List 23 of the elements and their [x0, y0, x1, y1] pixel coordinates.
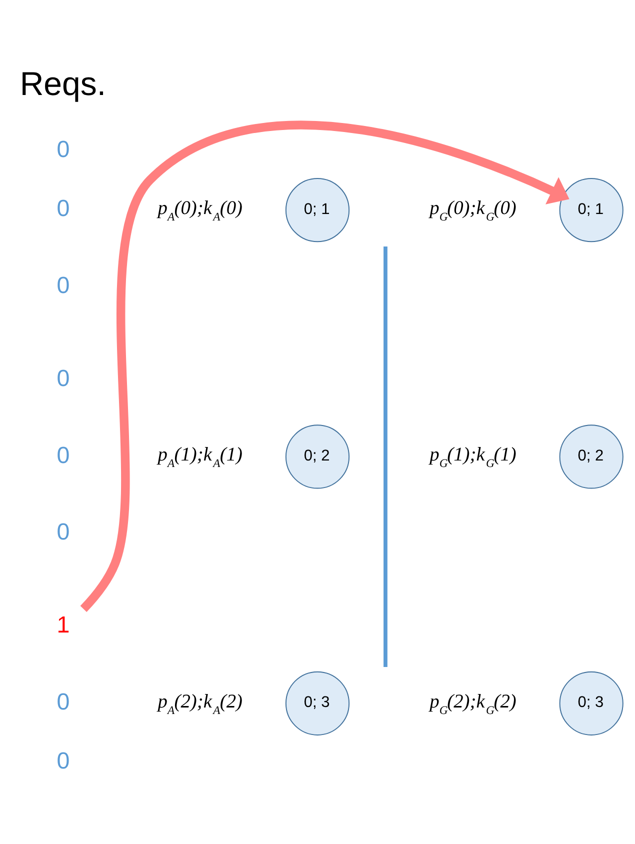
label: 0: [56, 747, 70, 774]
label: 0: [56, 518, 70, 544]
arrow: [80, 120, 570, 612]
node-label: p$_{G}$(0);k$_{G}$(0): [430, 197, 516, 223]
label: 0: [56, 688, 70, 714]
node-circle: 0; 2: [559, 424, 624, 488]
node-circle: 0; 2: [285, 424, 350, 488]
node-circle: 0; 3: [285, 670, 350, 735]
label: Reqs.: [20, 64, 106, 102]
node-circle: 0; 3: [559, 670, 624, 735]
label: 0: [56, 441, 70, 468]
node-circle: 0; 1: [285, 178, 350, 242]
node-label: p$_{A}$(1);k$_{A}$(1): [158, 444, 243, 470]
label: 0: [56, 135, 70, 162]
node-circle: 0; 1: [559, 178, 624, 242]
node-text: 1: [56, 611, 70, 638]
node-label: p$_{G}$(1);k$_{G}$(1): [430, 444, 516, 470]
label: 0: [56, 364, 70, 391]
node-label: p$_{A}$(2);k$_{A}$(2): [158, 690, 243, 716]
node-label: p$_{A}$(0);k$_{A}$(0): [158, 197, 243, 223]
node-label: p$_{G}$(2);k$_{G}$(2): [430, 690, 516, 716]
label: 0: [56, 194, 70, 221]
label: 0: [56, 271, 70, 298]
